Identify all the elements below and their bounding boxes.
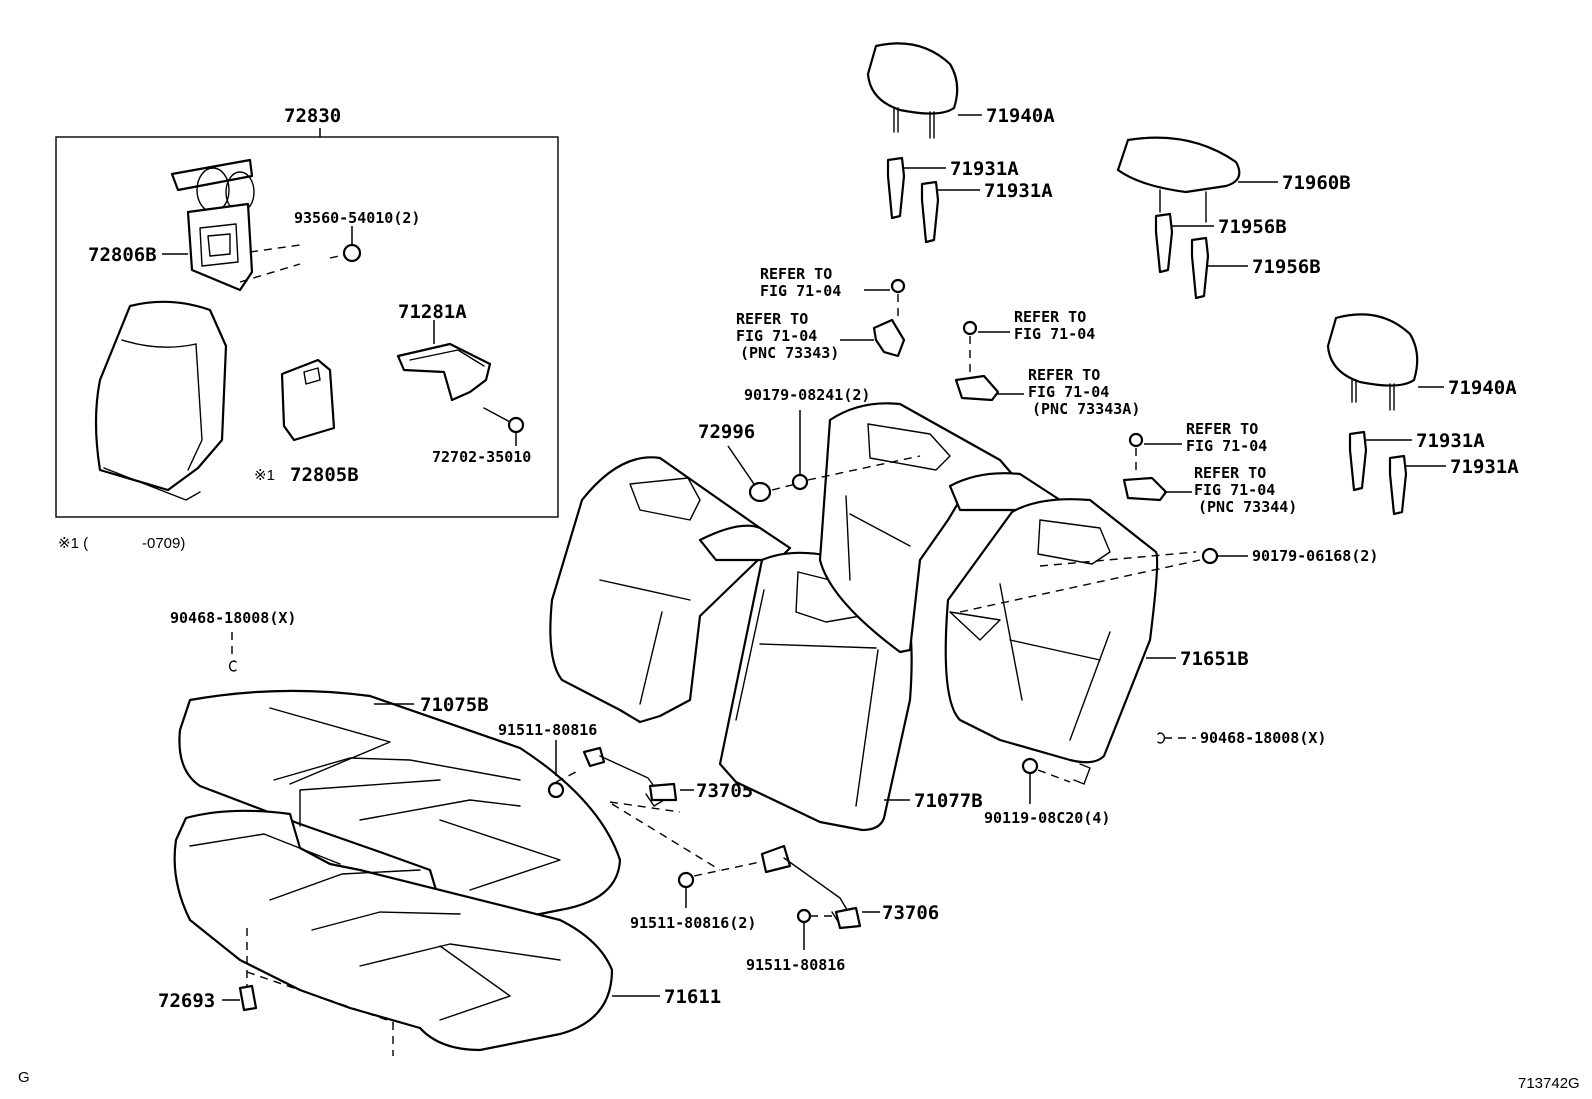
footnote-value: -0709) [142,535,185,552]
refer-callout-4: REFER TO FIG 71-04 (PNC 73343A) [954,366,1140,418]
label-72805B: 72805B [290,464,359,486]
refer-callout-5: REFER TO FIG 71-04 [1128,420,1267,474]
label-72830: 72830 [284,105,341,127]
kit-box-72830: 72830 [55,105,559,518]
label-90179-08241: 90179-08241(2) [744,386,870,404]
refer3-line1: REFER TO [1014,308,1086,326]
screw-93560: 93560-54010(2) [294,209,420,263]
hinge-73706: 73706 91511-80816(2) 91511-80816 [630,844,939,974]
label-71960B: 71960B [1282,172,1351,194]
refer2-line1: REFER TO [736,310,808,328]
label-72702: 72702-35010 [432,448,531,466]
refer-callout-1: REFER TO FIG 71-04 [760,265,906,318]
footnote-mark: ※1 ( [58,535,88,552]
mark-1: ※1 [254,467,275,484]
refer-callout-3: REFER TO FIG 71-04 [962,308,1095,376]
hinge-73705: 91511-80816 73705 [498,721,753,871]
label-73705: 73705 [696,780,753,802]
label-71075B: 71075B [420,694,489,716]
seatback-right-71651B: 71651B [818,402,1249,764]
refer4-line2: FIG 71-04 [1028,383,1109,401]
label-71931A-3: 71931A [1416,430,1485,452]
refer3-line2: FIG 71-04 [1014,325,1095,343]
refer6-line1: REFER TO [1194,464,1266,482]
headrest-71940A-right: 71940A 71931A 71931A [1326,313,1519,516]
corner-right-code: 713742G [1518,1075,1580,1092]
refer1-line1: REFER TO [760,265,832,283]
corner-left-code: G [18,1069,30,1086]
bracket-71281A: 71281A [396,301,492,402]
label-72693: 72693 [158,990,215,1012]
refer5-line1: REFER TO [1186,420,1258,438]
clip-90468-right: 90468-18008(X) [1157,729,1326,747]
label-72806B: 72806B [88,244,157,266]
label-91511-b: 91511-80816(2) [630,914,756,932]
refer1-line2: FIG 71-04 [760,282,841,300]
refer-callout-6: REFER TO FIG 71-04 (PNC 73344) [1122,464,1297,516]
label-71931A-2: 71931A [984,180,1053,202]
cap-72996: 72996 90179-08241(2) [698,386,921,503]
label-71931A-1: 71931A [950,158,1019,180]
label-93560: 93560-54010(2) [294,209,420,227]
refer2-line2: FIG 71-04 [736,327,817,345]
cupholder-72806B: 72806B [88,158,301,292]
clip-90468-top: 90468-18008(X) [170,609,296,672]
label-90468-top: 90468-18008(X) [170,609,296,627]
seat-cushion-71075B: 71075B [178,689,622,930]
armrest-body [94,300,228,501]
label-71611: 71611 [664,986,721,1008]
label-71077B: 71077B [914,790,983,812]
headrest-71960B: 71960B 71956B 71956B [1116,136,1351,300]
label-91511-a: 91511-80816 [498,721,597,739]
lid-72805B: ※1 72805B [254,358,359,486]
label-71281A: 71281A [398,301,467,323]
label-91511-c: 91511-80816 [746,956,845,974]
refer6-line3: (PNC 73344) [1198,498,1297,516]
label-71931A-4: 71931A [1450,456,1519,478]
label-90179-06168: 90179-06168(2) [1252,547,1378,565]
screw-72702: 72702-35010 [432,407,531,466]
refer5-line2: FIG 71-04 [1186,437,1267,455]
seat-cushion-71611: 71611 [173,809,721,1052]
label-71940A-right: 71940A [1448,377,1517,399]
nut-90179-06168: 90179-06168(2) [959,547,1378,613]
clip-72693: 72693 [158,928,394,1056]
headrest-71940A-top: 71940A 71931A 71931A [866,42,1055,244]
label-73706: 73706 [882,902,939,924]
refer2-line3: (PNC 73343) [740,344,839,362]
refer-callout-2: REFER TO FIG 71-04 (PNC 73343) [736,310,906,362]
label-90468-right: 90468-18008(X) [1200,729,1326,747]
label-71651B: 71651B [1180,648,1249,670]
label-71956B-1: 71956B [1218,216,1287,238]
label-72996: 72996 [698,421,755,443]
bolt-90119: 90119-08C20(4) [984,757,1110,827]
label-90119: 90119-08C20(4) [984,809,1110,827]
refer4-line3: (PNC 73343A) [1032,400,1140,418]
label-71956B-2: 71956B [1252,256,1321,278]
refer6-line2: FIG 71-04 [1194,481,1275,499]
refer4-line1: REFER TO [1028,366,1100,384]
label-71940A-top: 71940A [986,105,1055,127]
